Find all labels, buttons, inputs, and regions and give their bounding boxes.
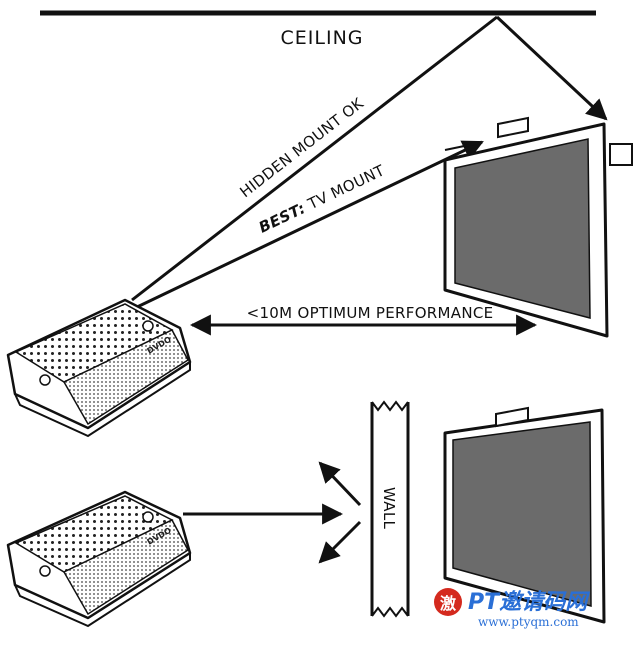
tv-top [443,116,633,338]
ceiling-label: CEILING [281,27,364,49]
range-label: <10M OPTIMUM PERFORMANCE [247,304,494,322]
watermark: 激 PT邀请码网 www.ptyqm.com [434,588,590,629]
watermark-logo-icon [434,588,462,616]
best-prefix: BEST: [256,199,308,237]
wall: WALL [370,400,410,618]
tv-top-receiver [497,116,529,139]
watermark-text: PT邀请码网 [468,590,590,615]
ceiling-receiver [609,143,633,166]
tv-bottom [443,406,606,624]
tv-bottom-receiver [495,406,529,428]
bottom-signal-paths [183,461,362,564]
wall-label: WALL [380,487,398,530]
range-indicator: <10M OPTIMUM PERFORMANCE [189,304,538,336]
best-mount-path: BEST: TV MOUNT [134,140,484,310]
watermark-url: www.ptyqm.com [478,615,579,629]
device-top: DVDO [6,298,192,438]
ceiling: CEILING [40,10,596,49]
device-bottom: DVDO [6,490,192,628]
watermark-logo-char: 激 [440,594,456,613]
